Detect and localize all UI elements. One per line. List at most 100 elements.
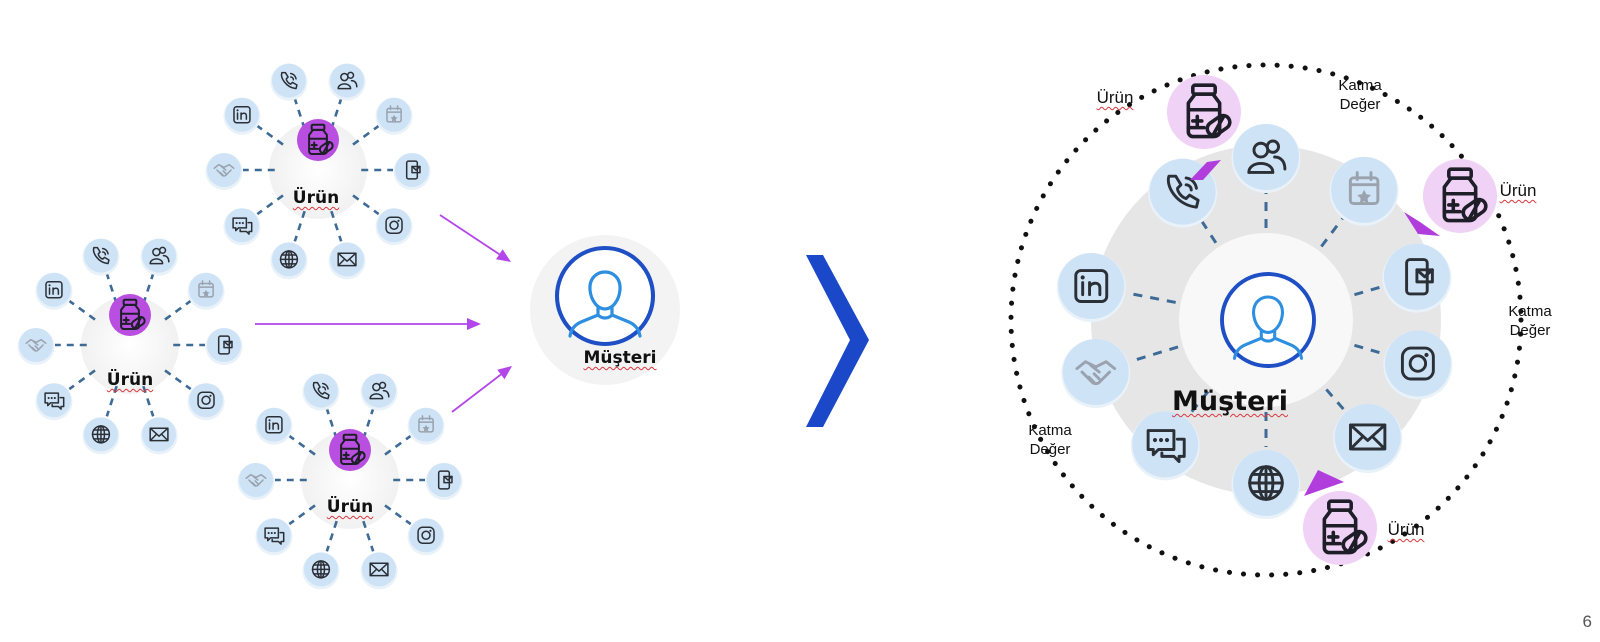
connector-line bbox=[256, 194, 284, 216]
connector-line bbox=[1354, 343, 1384, 356]
mail-icon bbox=[360, 552, 398, 590]
connector-line bbox=[325, 408, 338, 440]
connector-line bbox=[1201, 221, 1218, 244]
connector-line bbox=[164, 369, 192, 391]
connector-line bbox=[362, 408, 375, 440]
calendar-icon bbox=[407, 407, 445, 445]
product-label-bottom: Ürün bbox=[1387, 520, 1425, 539]
linkedin-icon bbox=[1056, 253, 1126, 323]
instagram-icon bbox=[375, 208, 413, 246]
globe-icon bbox=[302, 552, 340, 590]
connector-line bbox=[293, 98, 306, 130]
pointer-triangle-top bbox=[1190, 160, 1221, 180]
value-ring bbox=[1008, 62, 1524, 578]
connector-line bbox=[330, 210, 343, 242]
mail-icon bbox=[140, 417, 178, 455]
instagram-icon bbox=[1383, 330, 1453, 400]
handshake-icon bbox=[1061, 339, 1131, 409]
cluster-top-label: Ürün bbox=[292, 188, 340, 208]
connector-line bbox=[142, 273, 155, 305]
cluster-bottom-label: Ürün bbox=[326, 497, 374, 517]
left-customer-label: Müşteri bbox=[583, 348, 657, 368]
users-icon bbox=[1231, 124, 1301, 193]
product-icon bbox=[329, 429, 371, 471]
product-icon bbox=[1423, 159, 1497, 233]
left-diagram bbox=[17, 63, 680, 590]
flow-arrows bbox=[255, 214, 869, 427]
connector-line bbox=[325, 520, 338, 552]
handshake-icon bbox=[17, 328, 55, 365]
connector-line bbox=[362, 520, 375, 552]
phone-icon bbox=[82, 238, 120, 276]
handshake-icon bbox=[237, 463, 275, 500]
product-cluster-top bbox=[205, 63, 431, 280]
linkedin-icon bbox=[255, 407, 293, 445]
value-label-top: Katma Değer bbox=[1338, 77, 1382, 113]
phone-icon bbox=[302, 373, 340, 411]
linkedin-icon bbox=[223, 97, 261, 135]
value-label-right: Katma Değer bbox=[1508, 303, 1552, 339]
mobile-mail-icon bbox=[393, 153, 431, 190]
connector-line bbox=[68, 369, 96, 391]
user-icon bbox=[554, 245, 656, 347]
pointer-triangle-bottom bbox=[1304, 470, 1344, 496]
product-cluster-bottom bbox=[237, 373, 463, 590]
connector-line bbox=[288, 504, 316, 526]
calendar-icon bbox=[375, 97, 413, 135]
users-icon bbox=[328, 63, 366, 101]
connector-line bbox=[1126, 291, 1176, 304]
linkedin-icon bbox=[35, 272, 73, 310]
connector-line bbox=[68, 299, 96, 321]
connector-line bbox=[352, 194, 380, 216]
calendar-icon bbox=[187, 272, 225, 310]
page-number: 6 bbox=[1582, 612, 1592, 631]
connector-line bbox=[105, 273, 118, 305]
users-icon bbox=[140, 238, 178, 276]
chevron-right-icon bbox=[806, 255, 869, 427]
right-diagram bbox=[1008, 62, 1524, 578]
chat-icon bbox=[255, 518, 293, 556]
connector-line bbox=[142, 385, 155, 417]
globe-icon bbox=[270, 242, 308, 280]
mail-icon bbox=[328, 242, 366, 280]
connector-line bbox=[352, 124, 380, 146]
product-icon bbox=[297, 119, 339, 161]
connector-line bbox=[1325, 388, 1346, 411]
chat-icon bbox=[1130, 411, 1200, 481]
connector-line bbox=[288, 434, 316, 456]
instagram-icon bbox=[407, 518, 445, 556]
connector-line bbox=[1320, 217, 1344, 248]
connector-line bbox=[330, 98, 343, 130]
connector-line bbox=[1354, 285, 1383, 297]
value-label-left: Katma Değer bbox=[1028, 422, 1072, 458]
product-label-top-left: Ürün bbox=[1096, 88, 1134, 107]
product-icon bbox=[109, 294, 151, 336]
globe-icon bbox=[1231, 450, 1301, 519]
mobile-mail-icon bbox=[1382, 243, 1452, 313]
product-icon bbox=[1303, 491, 1377, 565]
instagram-icon bbox=[187, 383, 225, 421]
connector-line bbox=[164, 299, 192, 321]
cluster-left-label: Ürün bbox=[106, 370, 154, 390]
connector-line bbox=[293, 210, 306, 242]
connector-line bbox=[384, 434, 412, 456]
users-icon bbox=[360, 373, 398, 411]
mobile-mail-icon bbox=[425, 463, 463, 500]
customer-node bbox=[530, 235, 680, 385]
chat-icon bbox=[223, 208, 261, 246]
user-icon bbox=[1220, 272, 1316, 368]
arrow-middle bbox=[255, 318, 481, 330]
right-customer-label: Müşteri bbox=[1172, 386, 1288, 417]
product-cluster-left bbox=[17, 238, 243, 455]
product-icon bbox=[1167, 75, 1241, 149]
connector-line bbox=[384, 504, 412, 526]
mail-icon bbox=[1333, 403, 1403, 473]
connector-line bbox=[1186, 390, 1210, 418]
mobile-mail-icon bbox=[205, 328, 243, 365]
connector-line bbox=[1129, 345, 1179, 363]
calendar-icon bbox=[1329, 156, 1399, 226]
product-label-right: Ürün bbox=[1499, 181, 1537, 200]
globe-icon bbox=[82, 417, 120, 455]
handshake-icon bbox=[205, 153, 243, 190]
